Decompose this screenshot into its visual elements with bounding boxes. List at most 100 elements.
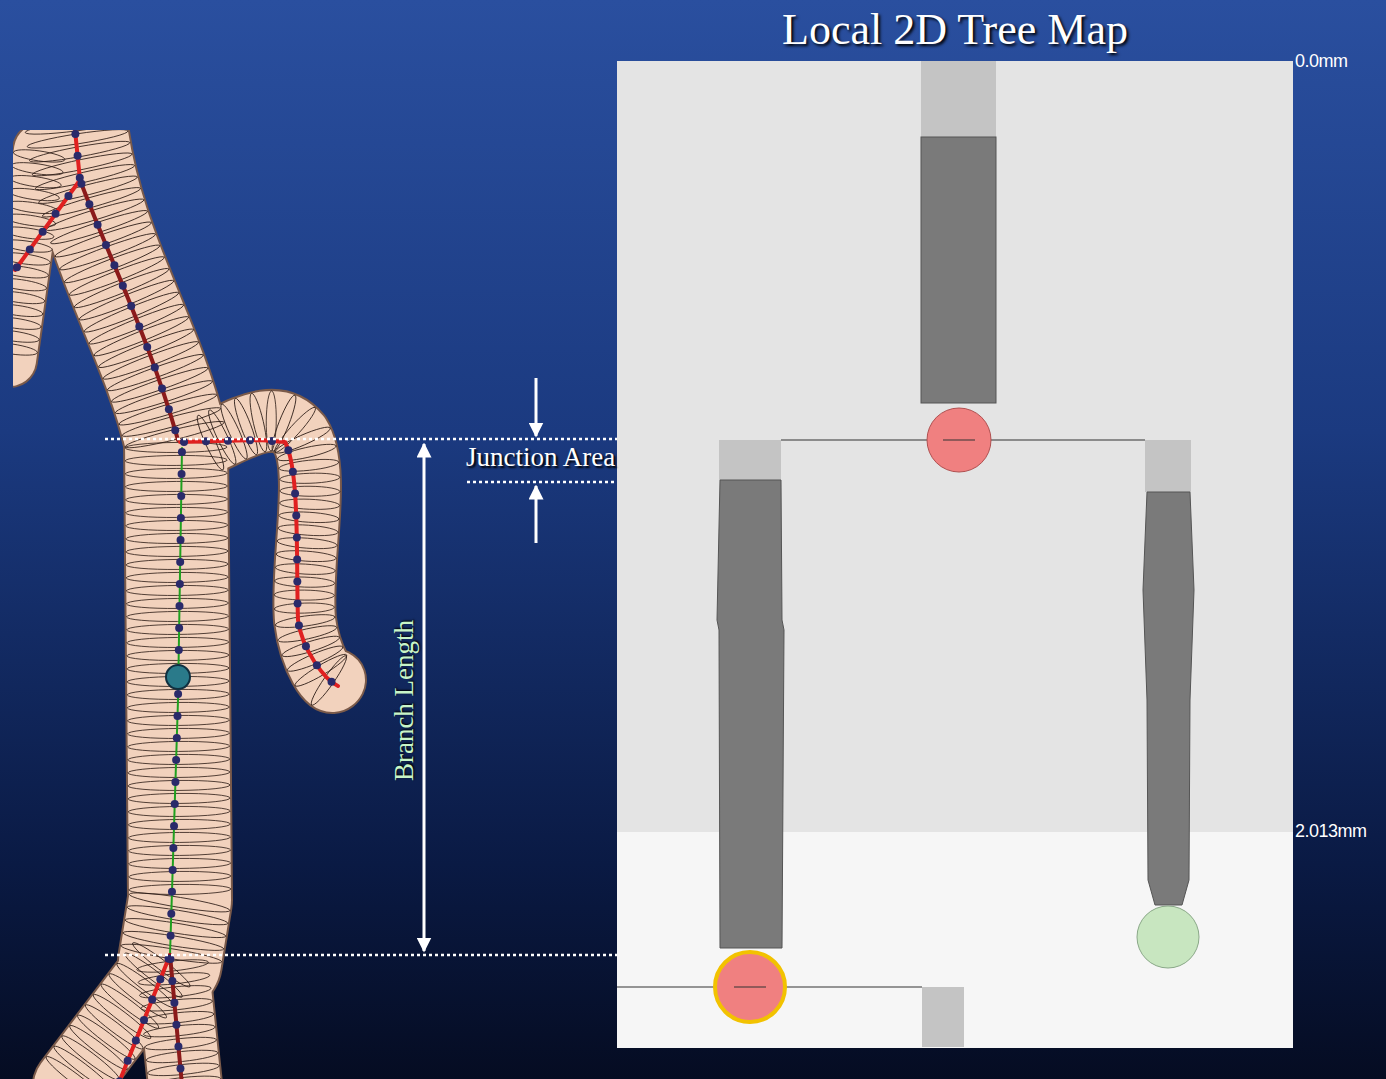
contour-ring — [148, 1074, 221, 1079]
contour-ring — [275, 562, 335, 576]
end-node — [1137, 906, 1199, 968]
centerline-point — [151, 364, 159, 372]
scale-label: 0.0mm — [1295, 51, 1348, 72]
centerline-point — [178, 448, 186, 456]
centerline — [170, 955, 182, 1079]
centerline-point — [13, 263, 21, 271]
centerline-point — [26, 246, 34, 254]
centerline-point — [171, 426, 179, 434]
centerline-point — [171, 800, 179, 808]
centerline-point — [74, 152, 82, 160]
contour-ring — [129, 858, 231, 869]
centerline-point — [52, 210, 60, 218]
contour-ring — [106, 970, 169, 1022]
selected-point — [166, 665, 190, 689]
contour-ring — [128, 741, 230, 752]
centerline-point — [119, 282, 127, 290]
tree-branch — [1143, 492, 1194, 905]
contour-ring — [280, 472, 340, 484]
contour-ring — [82, 288, 180, 336]
length-arrow — [423, 444, 426, 951]
centerline-point — [165, 405, 173, 413]
contour-ring — [275, 612, 336, 630]
centerline-point — [295, 621, 303, 629]
contour-ring — [114, 960, 177, 1012]
branch-node — [927, 408, 991, 472]
length-label: Branch Length — [389, 619, 420, 780]
centerline-point — [293, 556, 301, 564]
contour-ring — [128, 889, 230, 915]
tree-branch — [921, 137, 996, 403]
centerline-point — [292, 512, 300, 520]
centerline-point — [284, 446, 292, 454]
contour-ring — [128, 754, 230, 765]
centerline-point — [174, 1043, 182, 1051]
centerline-point — [173, 712, 181, 720]
centerline-point — [168, 977, 176, 985]
vessel-model — [13, 130, 350, 1079]
contour-ring — [125, 455, 227, 466]
contour-ring — [72, 264, 170, 311]
centerline — [80, 180, 178, 440]
contour-ring — [87, 300, 185, 348]
junction-zone — [921, 61, 996, 137]
contour-ring — [277, 536, 338, 550]
contour-ring — [128, 806, 230, 817]
tree-branch — [717, 480, 784, 948]
centerline-point — [168, 888, 176, 896]
centerline-point — [132, 1036, 140, 1044]
contour-ring — [276, 549, 337, 563]
contour-ring — [278, 523, 339, 537]
contour-ring — [146, 1048, 219, 1065]
scale-label: 2.013mm — [1295, 821, 1367, 842]
centerline-point — [167, 910, 175, 918]
centerline — [15, 130, 80, 270]
centerline-point — [85, 200, 93, 208]
contour-ring — [128, 819, 230, 830]
centerline-point — [170, 999, 178, 1007]
centerline-point — [64, 192, 72, 200]
contour-ring — [126, 611, 228, 622]
centerline-point — [77, 180, 85, 188]
junction-arrow — [535, 378, 538, 436]
contour-ring — [279, 457, 340, 473]
contour-ring — [126, 546, 228, 557]
contour-ring — [217, 402, 251, 461]
contour-ring — [13, 199, 58, 216]
centerline-point — [124, 1057, 132, 1065]
contour-ring — [122, 928, 224, 954]
contour-ring — [82, 1001, 145, 1053]
tree-link — [781, 440, 1145, 441]
contour-ring — [274, 590, 334, 601]
centerline-point — [175, 624, 183, 632]
contour-ring — [127, 624, 229, 635]
centerline — [180, 440, 338, 686]
vessel-outline — [75, 130, 180, 962]
contour-ring — [41, 184, 142, 221]
centerline-point — [294, 600, 302, 608]
title: Local 2D Tree Map — [655, 4, 1255, 55]
centerline-point — [110, 261, 118, 269]
contour-ring — [13, 263, 49, 280]
centerline-point — [169, 866, 177, 874]
contour-ring — [274, 602, 334, 614]
map-band — [617, 832, 1293, 1048]
vessel-trunk — [75, 130, 180, 962]
centerline-point — [102, 241, 110, 249]
node-mark — [943, 440, 975, 441]
contour-ring — [126, 520, 228, 531]
contour-ring — [67, 1022, 130, 1074]
junction-zone — [922, 987, 964, 1047]
centerline-point — [175, 602, 183, 610]
junction-zone — [719, 440, 781, 480]
contour-ring — [13, 160, 64, 177]
centerline-point — [176, 580, 184, 588]
contour-ring — [279, 498, 339, 511]
centerline-point — [173, 734, 181, 742]
contour-ring — [128, 832, 230, 843]
contour-ring — [126, 507, 228, 518]
centerline-point — [176, 558, 184, 566]
centerline-point — [169, 844, 177, 852]
contour-ring — [286, 642, 345, 675]
